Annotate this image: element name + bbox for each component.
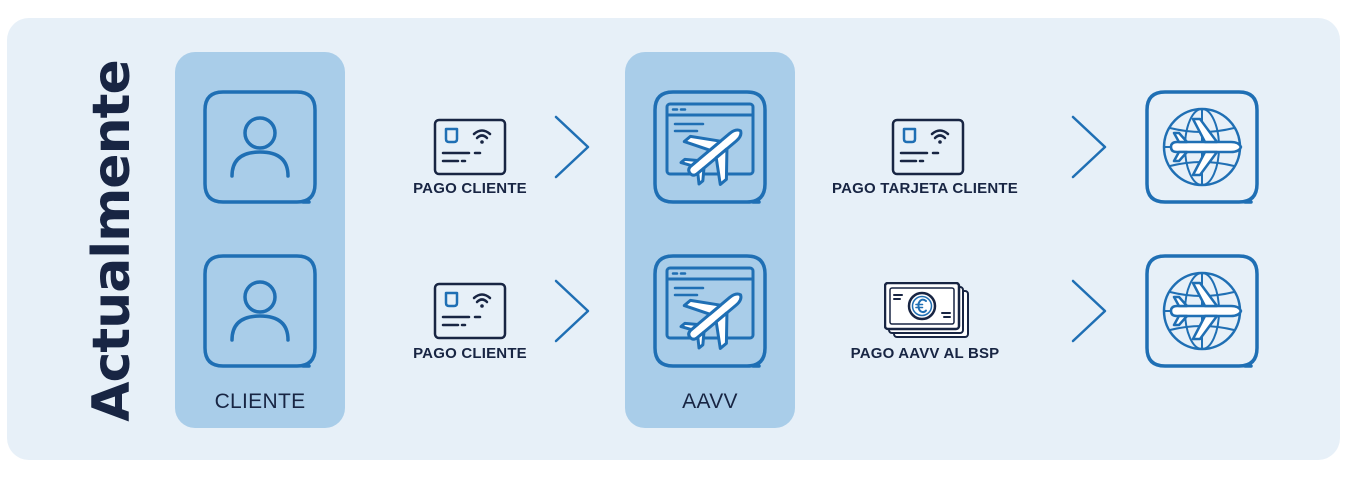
web-flight-icon xyxy=(651,252,769,370)
payment-label: PAGO CLIENTE xyxy=(413,180,527,197)
card-reader-icon xyxy=(433,118,507,176)
diagram-title: Actualmente xyxy=(82,60,142,422)
globe-flight-icon xyxy=(1143,88,1261,206)
payment-label: PAGO TARJETA CLIENTE xyxy=(832,180,1018,197)
chevron-right-icon xyxy=(1070,114,1110,180)
user-icon xyxy=(201,252,319,370)
aavv-label: AAVV xyxy=(682,390,738,413)
card-reader-icon xyxy=(433,282,507,340)
card-reader-icon xyxy=(891,118,965,176)
aavv-column: AAVV xyxy=(625,52,795,428)
chevron-right-icon xyxy=(553,278,593,344)
cliente-label: CLIENTE xyxy=(214,390,306,413)
chevron-right-icon xyxy=(553,114,593,180)
cliente-column: CLIENTE xyxy=(175,52,345,428)
globe-flight-icon xyxy=(1143,252,1261,370)
user-icon xyxy=(201,88,319,206)
payment-label: PAGO CLIENTE xyxy=(413,345,527,362)
payment-label: PAGO AAVV AL BSP xyxy=(850,345,1000,362)
chevron-right-icon xyxy=(1070,278,1110,344)
web-flight-icon xyxy=(651,88,769,206)
euro-banknote-icon xyxy=(884,282,970,340)
